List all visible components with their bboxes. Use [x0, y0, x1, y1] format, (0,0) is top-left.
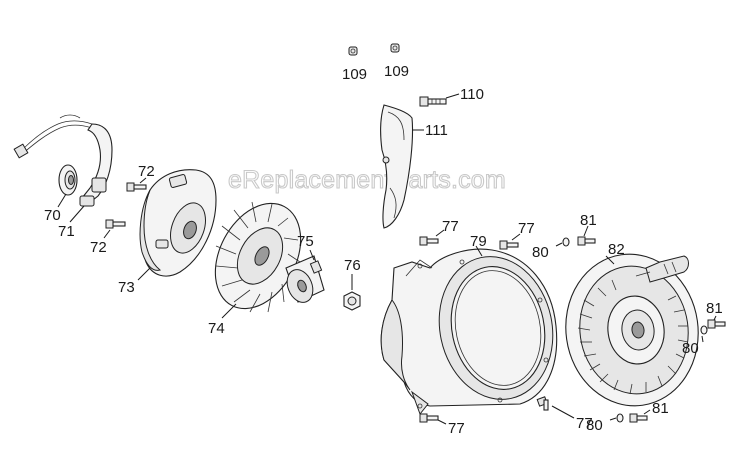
part-76-flywheel-nut: [343, 291, 361, 311]
part-77-bolt-2: [499, 240, 519, 250]
leader-72-lower: [103, 229, 111, 239]
part-81-screw-1: [577, 236, 596, 246]
part-77-bolt-3: [536, 396, 549, 411]
callout-77-1: 77: [442, 218, 459, 235]
callout-71: 71: [58, 223, 75, 240]
part-80-washer-3: [616, 413, 624, 423]
part-109-nut-left: [348, 46, 358, 56]
watermark: eReplacementParts.com: [228, 166, 506, 194]
leader-79: [475, 245, 483, 257]
callout-82: 82: [608, 241, 625, 258]
leader-77-3: [551, 405, 575, 419]
callout-77-4: 77: [448, 420, 465, 437]
callout-109-right: 109: [384, 63, 409, 80]
callout-72-lower: 72: [90, 239, 107, 256]
callout-74: 74: [208, 320, 225, 337]
callout-80-3: 80: [586, 417, 603, 434]
part-81-screw-2: [707, 319, 726, 329]
leader-82: [605, 255, 615, 265]
leader-73: [137, 267, 151, 281]
callout-72-upper: 72: [138, 163, 155, 180]
leader-80-3: [609, 417, 617, 421]
leader-74: [221, 303, 237, 319]
callout-80-1: 80: [532, 244, 549, 261]
leader-71: [69, 205, 85, 223]
part-73-flywheel-housing: [139, 169, 217, 277]
part-81-screw-3: [629, 413, 648, 423]
part-72-bolt-lower: [105, 219, 126, 229]
callout-79: 79: [470, 233, 487, 250]
callout-75: 75: [297, 233, 314, 250]
part-75-starter-cup: [285, 255, 325, 303]
leader-80-2: [701, 335, 704, 343]
leader-70: [57, 193, 67, 208]
leader-81-3: [643, 409, 651, 415]
part-74-cooling-fan: [214, 201, 302, 313]
callout-109-left: 109: [342, 66, 367, 83]
part-72-bolt-upper: [126, 182, 147, 192]
part-70-oil-seal: [58, 164, 78, 196]
leader-77-2: [511, 233, 521, 241]
callout-73: 73: [118, 279, 135, 296]
leader-77-4: [437, 419, 447, 425]
part-77-bolt-1: [419, 236, 439, 246]
part-111-bracket: [380, 104, 414, 229]
leader-77-1: [435, 229, 445, 237]
callout-70: 70: [44, 207, 61, 224]
callout-111: 111: [425, 122, 448, 139]
leader-72-upper: [139, 177, 147, 184]
callout-80-2: 80: [682, 340, 699, 357]
leader-75: [309, 249, 315, 261]
callout-76: 76: [344, 257, 361, 274]
part-82-recoil-starter: [565, 253, 699, 407]
part-80-washer-2: [700, 325, 708, 335]
callout-81-2: 81: [706, 300, 723, 317]
callout-81-1: 81: [580, 212, 597, 229]
leader-81-2: [713, 315, 717, 321]
part-109-nut-right: [390, 43, 400, 53]
part-80-washer-1: [562, 237, 570, 247]
part-110-bolt: [419, 96, 447, 107]
callout-77-2: 77: [518, 220, 535, 237]
part-79-blower-housing: [380, 248, 558, 416]
leader-110: [445, 93, 460, 99]
callout-77-3: 77: [576, 415, 593, 432]
part-77-bolt-4: [419, 413, 439, 423]
leader-80-1: [555, 242, 563, 247]
callout-81-3: 81: [652, 400, 669, 417]
callout-110: 110: [460, 86, 484, 103]
part-71-ignition-coil: [13, 114, 113, 207]
leader-81-1: [583, 225, 589, 237]
